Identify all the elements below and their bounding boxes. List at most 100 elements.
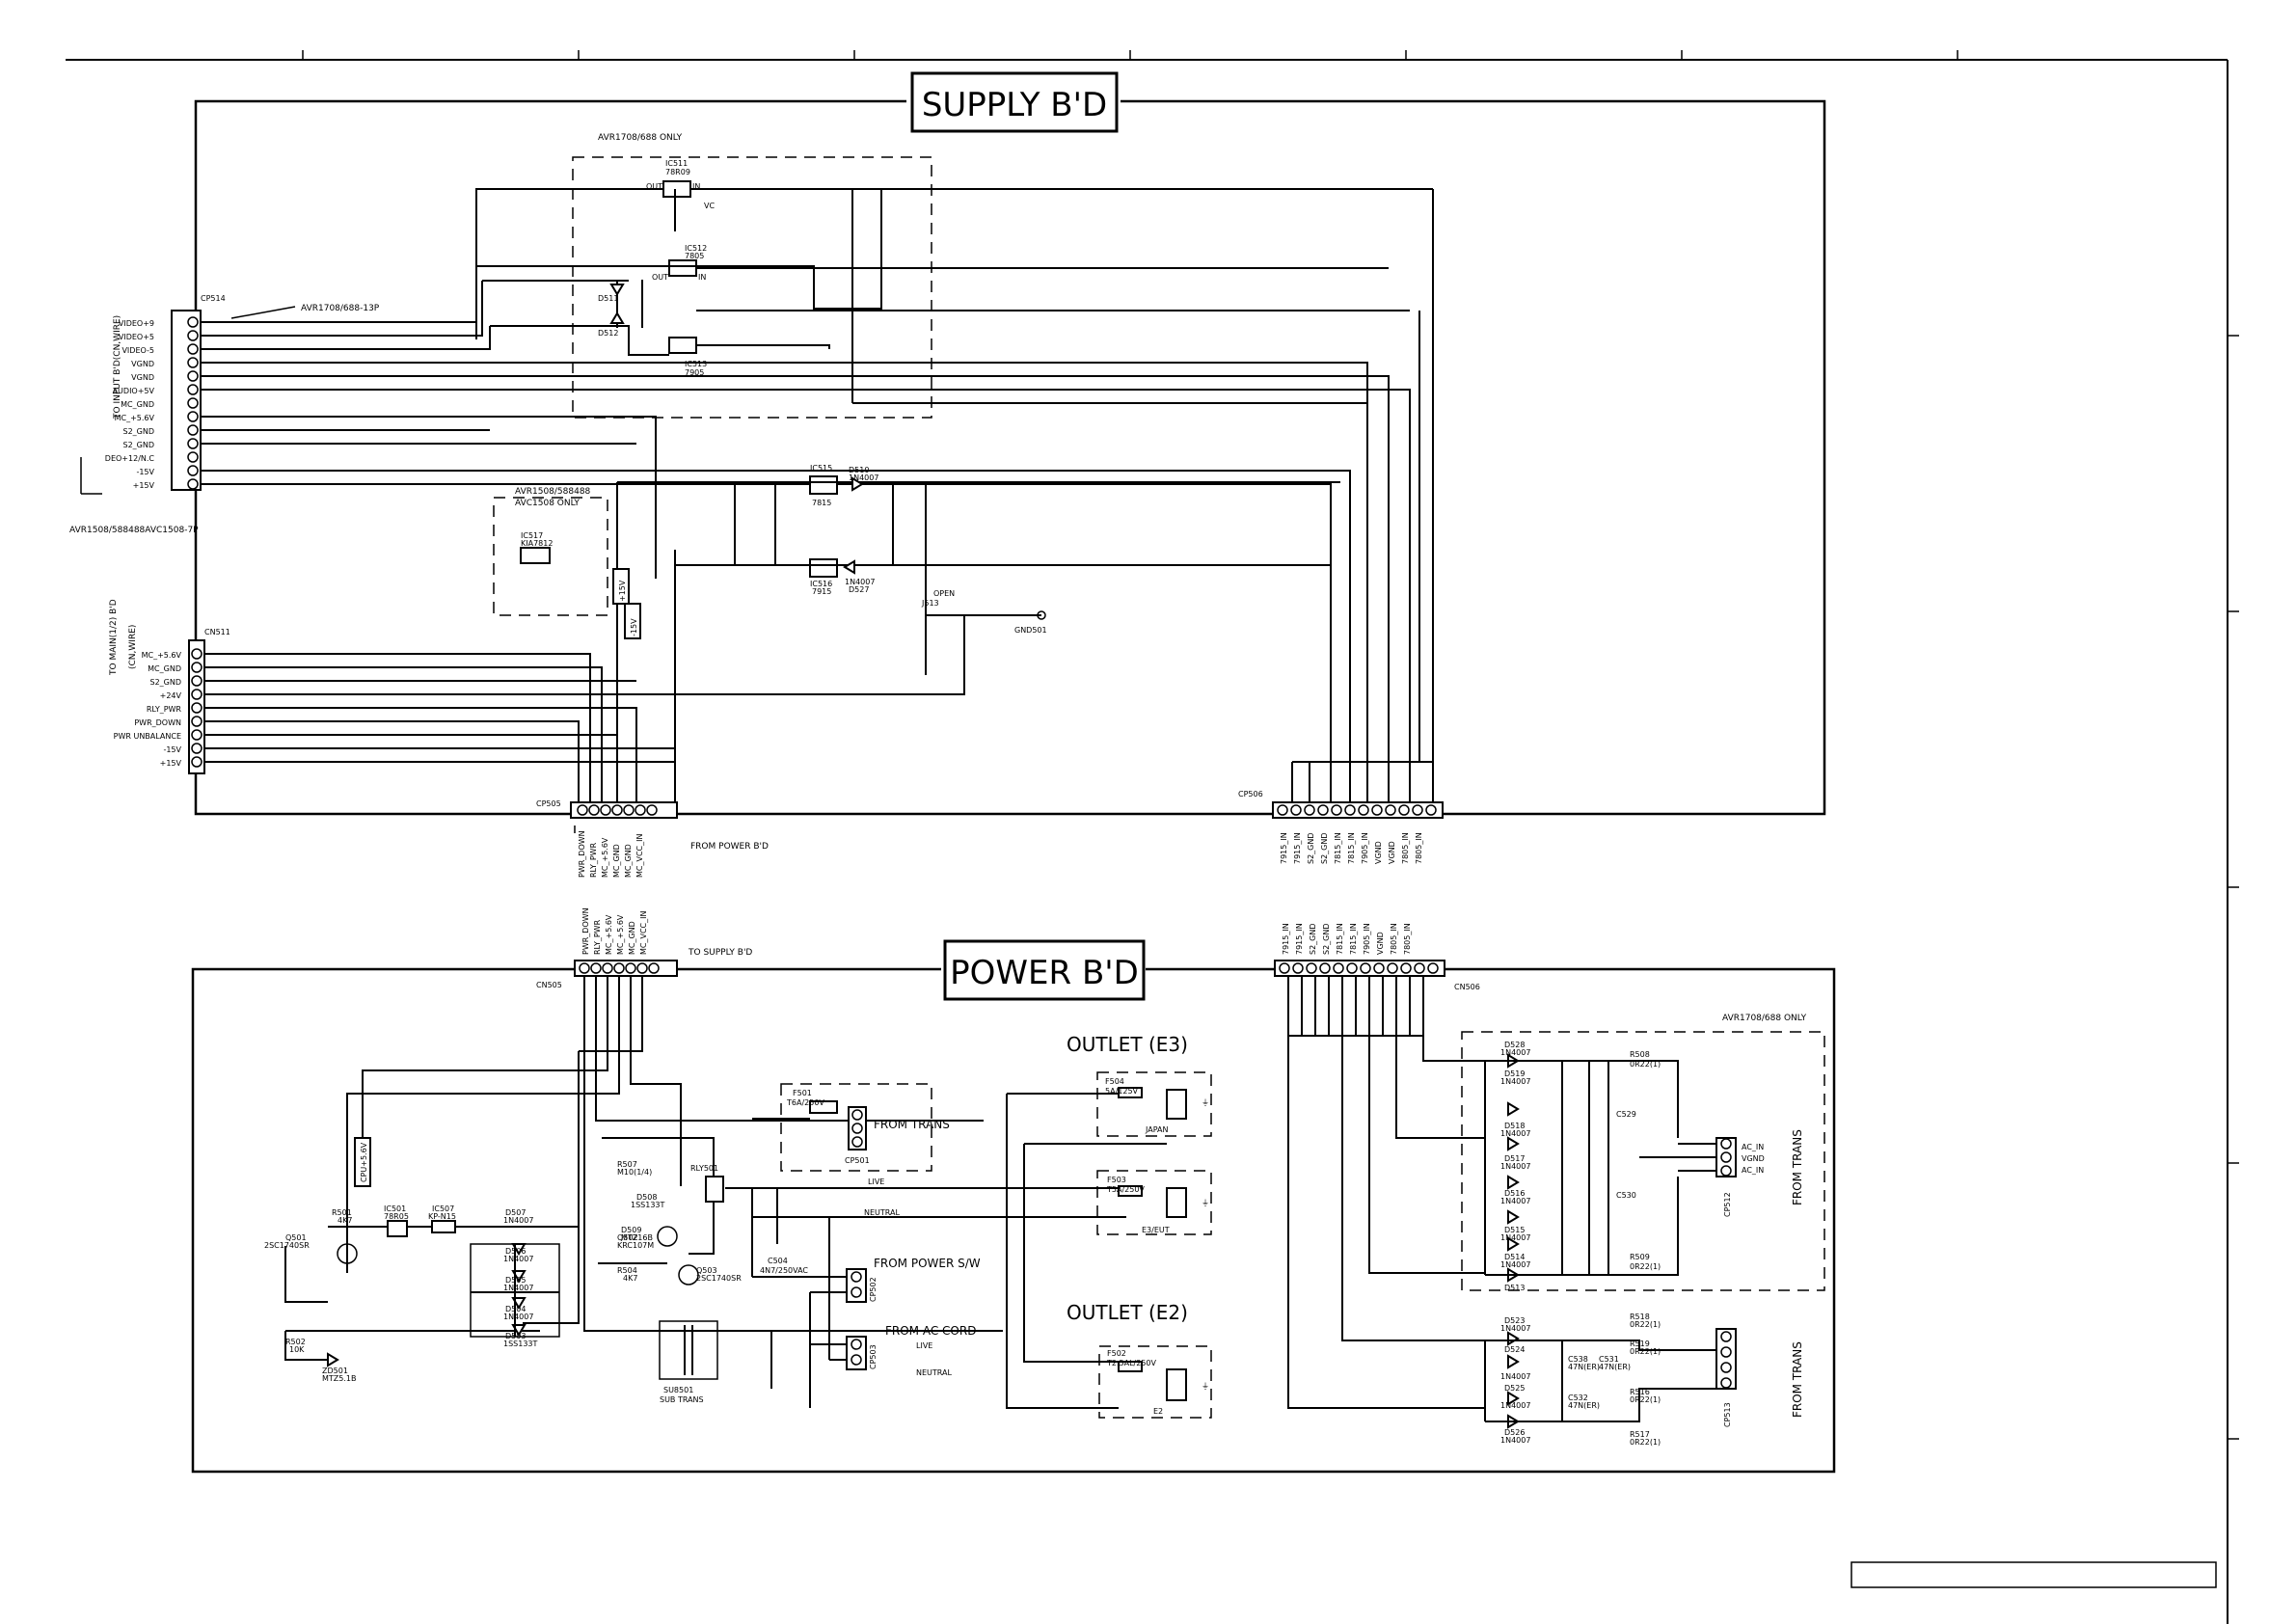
cn511-pin-1: MC_+5.6V: [142, 651, 182, 660]
cn506-pin-3: [1306, 962, 1317, 974]
cn506-pin-8: VGND: [1376, 932, 1385, 955]
cp505-pin-labels: PWR_DOWN RLY_PWR MC_+5.6V MC_GND MC_GND …: [578, 830, 644, 878]
cp502-pin-2: [851, 1286, 862, 1298]
cp505-pin-6: MC_VCC_IN: [635, 834, 644, 878]
svg-text:R504: R504: [617, 1266, 637, 1275]
from-trans-label-3: FROM TRANS: [1791, 1341, 1804, 1418]
svg-text:D511: D511: [598, 294, 618, 303]
plus15-label: +15V: [618, 580, 627, 602]
cp505-pin-5: MC_GND: [624, 844, 633, 878]
svg-text:ZD501: ZD501: [322, 1367, 348, 1375]
cp506-pin-5: 7815_IN: [1334, 832, 1342, 864]
svg-text:D524: D524: [1504, 1345, 1525, 1354]
cn511-pin-1: [191, 648, 203, 660]
fuse-f503: [1118, 1185, 1143, 1197]
from-trans-label: FROM TRANS: [874, 1118, 950, 1131]
svg-text:R501: R501: [332, 1208, 352, 1217]
svg-text:D507: D507: [505, 1208, 526, 1217]
cp506-pin-11: [1412, 804, 1423, 816]
minus15-tag: [624, 603, 641, 639]
svg-text:RLY501: RLY501: [690, 1164, 718, 1173]
cn505-pin-4: MC_+5.6V: [616, 914, 625, 955]
svg-text:IC512: IC512: [685, 244, 707, 253]
svg-text:1N4007: 1N4007: [1500, 1162, 1530, 1171]
cp506-pin-1: [1277, 804, 1288, 816]
cn511-pin-4: [191, 689, 203, 700]
cn506-pin-2: [1292, 962, 1304, 974]
svg-text:1N4007: 1N4007: [503, 1313, 533, 1321]
svg-text:1SS133T: 1SS133T: [503, 1340, 538, 1348]
cp514-pin-5: [187, 370, 199, 382]
cn506-pin-labels: 7915_IN 7915_IN S2_GND S2_GND 7815_IN 78…: [1282, 923, 1412, 955]
cp513-pin-4: [1720, 1377, 1732, 1389]
cp514-pin-2: VIDEO+5: [119, 333, 154, 341]
svg-text:R519: R519: [1630, 1340, 1650, 1348]
cn506-pin-11: [1414, 962, 1425, 974]
svg-text:R509: R509: [1630, 1253, 1650, 1261]
to-main-label-1: TO MAIN(1/2) B'D: [109, 599, 119, 676]
cn506-pin-5: 7815_IN: [1336, 923, 1344, 955]
svg-text:10K: 10K: [289, 1345, 305, 1354]
cp506-pin-9: [1385, 804, 1396, 816]
diode-d510: [851, 476, 864, 492]
cp514-pin-7: [187, 397, 199, 409]
svg-text:47N(ER): 47N(ER): [1599, 1363, 1631, 1371]
avr1708-region: [572, 156, 932, 419]
cp506-pin-1: 7915_IN: [1280, 832, 1288, 864]
svg-text:1N4007: 1N4007: [1500, 1324, 1530, 1333]
svg-text:0R22(1): 0R22(1): [1630, 1262, 1661, 1271]
svg-text:OUT: OUT: [652, 273, 668, 282]
svg-text:IC511: IC511: [665, 159, 688, 168]
cp505-pin-2: [588, 804, 600, 816]
svg-text:VC: VC: [704, 202, 715, 210]
svg-text:R518: R518: [1630, 1313, 1650, 1321]
diode-d527: [843, 559, 855, 575]
cn505-pin-4: [613, 962, 625, 974]
cn511-pin-4: +24V: [160, 691, 182, 700]
diode-d512: [609, 311, 625, 324]
from-ac-cord-label: FROM AC CORD: [885, 1324, 976, 1338]
cn506-pin-9: [1387, 962, 1398, 974]
svg-text:0R22(1): 0R22(1): [1630, 1320, 1661, 1329]
cn505-pin-6: MC_VCC_IN: [639, 911, 648, 955]
cn505-pin-2: RLY_PWR: [593, 919, 602, 955]
svg-text:Q501: Q501: [285, 1233, 307, 1242]
supply-title-box: [910, 71, 1119, 133]
cp506-pin-2: [1290, 804, 1302, 816]
e2-label: E2: [1153, 1407, 1163, 1416]
svg-text:D523: D523: [1504, 1316, 1525, 1325]
title-block: [1850, 1561, 2217, 1588]
cp512-pin-2: [1720, 1151, 1732, 1163]
e3-ground-icon: ⏚: [1202, 1199, 1209, 1207]
transistor-q503: [678, 1264, 699, 1286]
note-avr1508: AVR1508/588488: [515, 487, 591, 497]
cp512-pin-1: [1720, 1138, 1732, 1150]
cn506-pin-9: 7805_IN: [1390, 923, 1398, 955]
svg-text:1N4007: 1N4007: [1500, 1077, 1530, 1086]
cn506-pin-8: [1373, 962, 1385, 974]
ic507: [431, 1220, 456, 1233]
power-board: POWER B'D CN505 TO SUPPLY B'D PWR_DOWN R…: [191, 907, 1836, 1474]
cp506-pin-6: [1344, 804, 1356, 816]
cp514-pin-3: [187, 343, 199, 355]
svg-text:D518: D518: [1504, 1122, 1525, 1130]
note-7p: AVR1508/588488AVC1508-7P: [69, 526, 199, 535]
svg-text:78R09: 78R09: [665, 168, 690, 176]
cp514-pin-9: S2_GND: [122, 427, 154, 436]
cp513-pin-1: [1720, 1331, 1732, 1342]
f501-value: T6A/250V: [786, 1098, 824, 1107]
cp514-pin-13: +15V: [133, 481, 155, 490]
svg-text:C504: C504: [768, 1257, 788, 1265]
cp514-pin-3: VIDEO-5: [122, 346, 154, 355]
cn506-pin-6: 7815_IN: [1349, 923, 1358, 955]
svg-text:IN: IN: [692, 182, 700, 191]
svg-text:R508: R508: [1630, 1050, 1650, 1059]
cp514-pin-9: [187, 424, 199, 436]
outlet-e3-socket: [1166, 1187, 1187, 1218]
cp503-pin-1: [851, 1339, 862, 1350]
note-13p: AVR1708/688-13P: [301, 304, 380, 313]
ic511: [662, 180, 691, 198]
to-supply-label: TO SUPPLY B'D: [688, 948, 752, 958]
transistor-q502: [657, 1226, 678, 1247]
cn505-pin-labels: PWR_DOWN RLY_PWR MC_+5.6V MC_+5.6V MC_GN…: [581, 907, 648, 955]
